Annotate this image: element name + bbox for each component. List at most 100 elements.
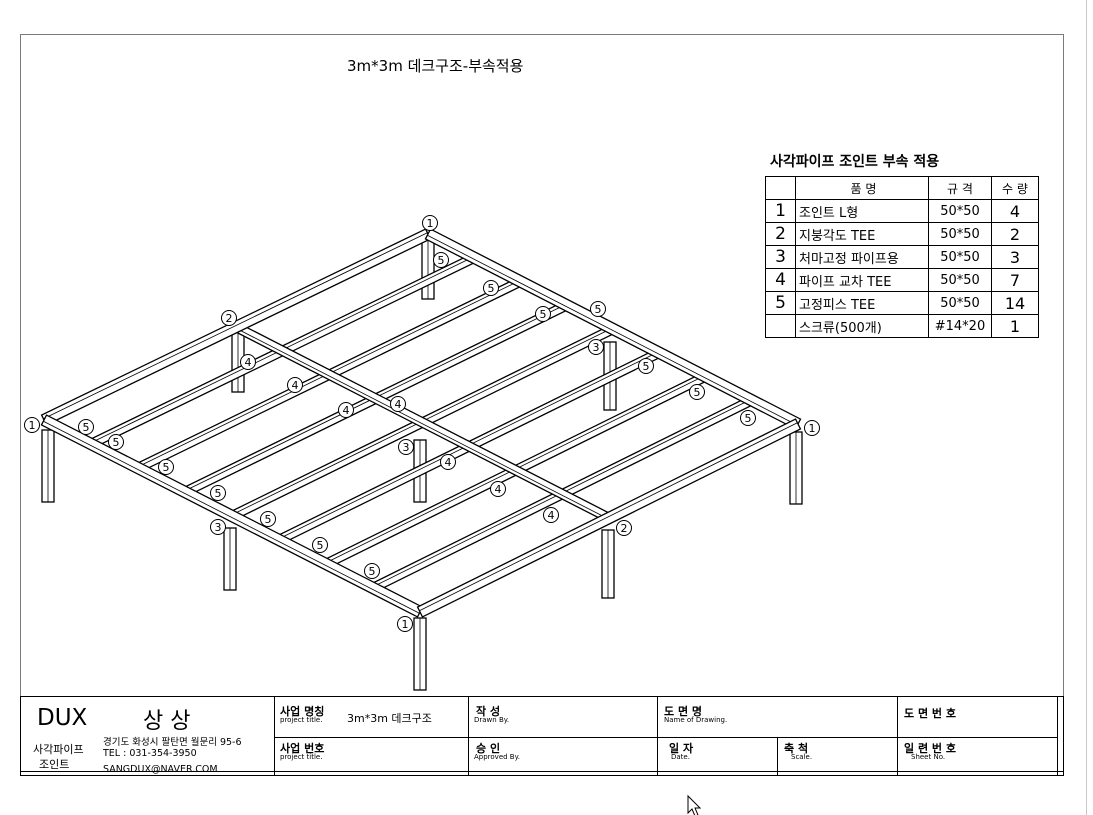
row-qty: 1	[991, 314, 1039, 338]
header-no	[765, 176, 796, 200]
svg-text:5: 5	[317, 539, 324, 552]
svg-text:5: 5	[83, 421, 90, 434]
callout-4: 4	[287, 377, 303, 393]
callout-5: 5	[740, 410, 756, 426]
parts-table-header: 품 명 규 격 수 량	[765, 176, 1039, 200]
drawing-title: 3m*3m 데크구조-부속적용	[347, 57, 524, 75]
callout-5: 5	[260, 511, 276, 527]
callout-3: 3	[588, 339, 604, 355]
row-spec: 50*50	[928, 268, 992, 292]
row-no: 3	[765, 245, 796, 269]
svg-text:3: 3	[593, 341, 600, 354]
table-row: 3 처마고정 파이프용 50*50 3	[765, 245, 1039, 269]
mouse-cursor-icon	[687, 794, 702, 815]
table-row: 4 파이프 교차 TEE 50*50 7	[765, 268, 1039, 292]
sheet-no-label-en: Sheet No.	[911, 753, 946, 761]
row-qty: 7	[991, 268, 1039, 292]
title-block-divider	[657, 697, 658, 775]
product-line-2: 조인트	[39, 758, 70, 771]
date-label: 일 자	[669, 742, 694, 755]
svg-text:1: 1	[809, 422, 816, 435]
approved-by-label-en: Approved By.	[474, 753, 520, 761]
header-qty: 수 량	[991, 176, 1039, 200]
svg-text:5: 5	[163, 461, 170, 474]
brand-logo: DUX	[37, 705, 88, 731]
product-line-1: 사각파이프	[33, 743, 84, 756]
callout-4: 4	[390, 396, 406, 412]
title-block-divider	[777, 737, 778, 775]
svg-text:1: 1	[29, 419, 36, 432]
company-tel: TEL : 031-354-3950	[103, 748, 197, 759]
svg-text:4: 4	[445, 456, 452, 469]
company-email: SANGDUX@NAVER.COM	[103, 764, 218, 775]
row-name: 지붕각도 TEE	[795, 222, 929, 246]
svg-text:5: 5	[745, 412, 752, 425]
title-block-divider	[468, 697, 469, 775]
svg-text:1: 1	[427, 217, 434, 230]
callout-3: 3	[398, 439, 414, 455]
drawing-name-label-en: Name of Drawing.	[664, 716, 728, 724]
project-no-label: 사업 번호	[280, 742, 325, 755]
callout-4: 4	[440, 454, 456, 470]
svg-text:4: 4	[245, 356, 252, 369]
row-qty: 4	[991, 199, 1039, 223]
title-block-row-divider	[274, 737, 1057, 738]
svg-text:5: 5	[265, 513, 272, 526]
svg-text:5: 5	[215, 487, 222, 500]
row-name: 파이프 교차 TEE	[795, 268, 929, 292]
deck-perimeter-beam	[416, 418, 802, 618]
svg-text:4: 4	[395, 398, 402, 411]
callout-5: 5	[158, 459, 174, 475]
svg-text:4: 4	[495, 483, 502, 496]
row-spec: 50*50	[928, 222, 992, 246]
svg-text:5: 5	[694, 386, 701, 399]
header-name: 품 명	[795, 176, 929, 200]
row-qty: 2	[991, 222, 1039, 246]
callout-5: 5	[433, 252, 449, 268]
row-spec: 50*50	[928, 199, 992, 223]
row-spec: 50*50	[928, 245, 992, 269]
callout-5: 5	[108, 434, 124, 450]
date-label-en: Date.	[671, 753, 690, 761]
table-row: 5 고정피스 TEE 50*50 14	[765, 291, 1039, 315]
row-no: 1	[765, 199, 796, 223]
row-no: 2	[765, 222, 796, 246]
company-address: 경기도 화성시 팔탄면 월문리 95-6	[103, 737, 242, 748]
drawing-no-label: 도 면 번 호	[904, 707, 956, 720]
svg-text:3: 3	[215, 521, 222, 534]
callout-1: 1	[397, 616, 413, 632]
row-name: 스크류(500개)	[795, 314, 929, 338]
title-block-divider	[897, 697, 898, 775]
row-name: 조인트 L형	[795, 199, 929, 223]
approved-by-label: 승 인	[476, 742, 501, 755]
title-block-divider	[1057, 697, 1058, 775]
svg-text:5: 5	[540, 308, 547, 321]
svg-text:2: 2	[621, 522, 628, 535]
callout-1: 1	[24, 417, 40, 433]
row-spec: 50*50	[928, 291, 992, 315]
callout-4: 4	[490, 481, 506, 497]
svg-text:5: 5	[113, 436, 120, 449]
project-title-value: 3m*3m 데크구조	[347, 712, 432, 725]
svg-text:4: 4	[548, 509, 555, 522]
deck-perimeter-beam	[424, 228, 802, 430]
drawn-by-label: 작 성	[476, 705, 501, 718]
row-name: 고정피스 TEE	[795, 291, 929, 315]
callout-5: 5	[312, 537, 328, 553]
callout-1: 1	[804, 420, 820, 436]
project-no-label-en: project title.	[280, 753, 323, 761]
header-spec: 규 격	[928, 176, 992, 200]
callout-5: 5	[590, 301, 606, 317]
callout-5: 5	[689, 384, 705, 400]
callout-5: 5	[78, 419, 94, 435]
table-row: 2 지붕각도 TEE 50*50 2	[765, 222, 1039, 246]
project-title-label: 사업 명칭	[280, 705, 325, 718]
window-edge-rule	[1086, 0, 1087, 815]
row-name: 처마고정 파이프용	[795, 245, 929, 269]
callout-1: 1	[422, 215, 438, 231]
svg-text:2: 2	[226, 312, 233, 325]
callout-4: 4	[338, 402, 354, 418]
drawing-name-label: 도 면 명	[664, 705, 703, 718]
callout-2: 2	[616, 520, 632, 536]
svg-text:5: 5	[595, 303, 602, 316]
